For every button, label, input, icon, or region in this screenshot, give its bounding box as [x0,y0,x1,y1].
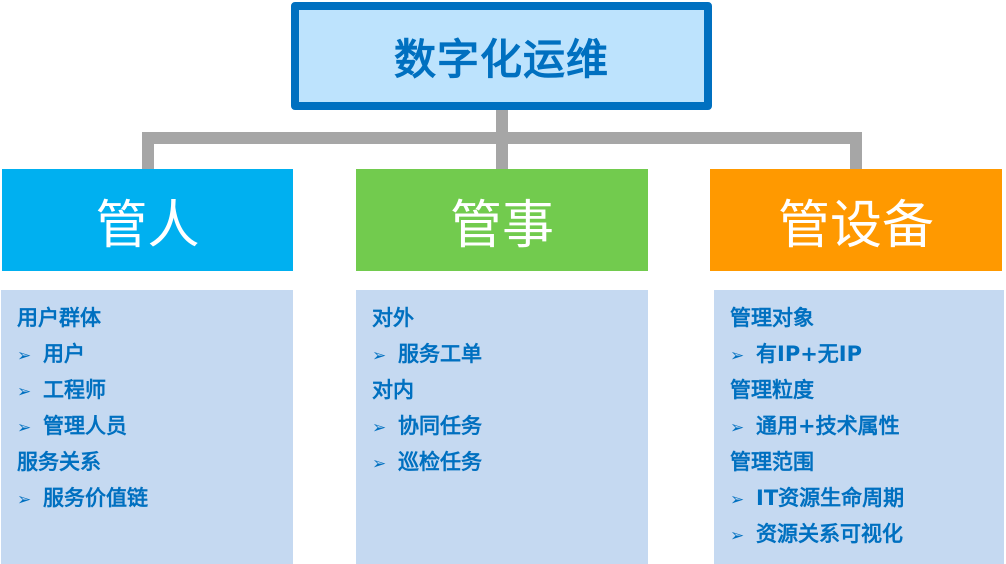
line-text: 服务价值链 [43,486,148,510]
bullet-item: ➢ 协同任务 [372,408,648,444]
section-heading: 对外 [372,300,648,336]
bullet-item: ➢ 工程师 [17,372,293,408]
section-heading: 用户群体 [17,300,293,336]
section-heading: 管理粒度 [730,372,1004,408]
line-text: 服务工单 [398,342,482,366]
root-node-title: 数字化运维 [291,2,712,110]
arrow-bullet-icon: ➢ [730,418,745,438]
header-devices: 管设备 [710,169,1002,271]
section-heading: 对内 [372,372,648,408]
bullet-item: ➢ IT资源生命周期 [730,480,1004,516]
bullet-item: ➢ 通用+技术属性 [730,408,1004,444]
bullet-item: ➢ 管理人员 [17,408,293,444]
line-text: 对内 [372,378,414,402]
panel-affairs: 对外 ➢ 服务工单对内 ➢ 协同任务 ➢ 巡检任务 [356,290,648,564]
arrow-bullet-icon: ➢ [730,526,745,546]
bullet-item: ➢ 资源关系可视化 [730,516,1004,552]
arrow-bullet-icon: ➢ [17,346,32,366]
arrow-bullet-icon: ➢ [372,346,387,366]
line-text: 管理对象 [730,306,814,330]
bullet-item: ➢ 用户 [17,336,293,372]
line-text: IT资源生命周期 [756,486,905,510]
line-text: 有IP+无IP [756,342,863,366]
line-text: 资源关系可视化 [756,522,903,546]
bullet-item: ➢ 有IP+无IP [730,336,1004,372]
line-text: 巡检任务 [398,450,482,474]
arrow-bullet-icon: ➢ [17,382,32,402]
line-text: 用户 [43,342,85,366]
arrow-bullet-icon: ➢ [730,490,745,510]
connector-left [142,132,154,169]
line-text: 管理人员 [43,414,127,438]
section-heading: 管理对象 [730,300,1004,336]
arrow-bullet-icon: ➢ [730,346,745,366]
header-people: 管人 [2,169,293,271]
connector-right [850,132,862,169]
arrow-bullet-icon: ➢ [17,418,32,438]
bullet-item: ➢ 服务工单 [372,336,648,372]
panel-people: 用户群体 ➢ 用户 ➢ 工程师 ➢ 管理人员服务关系 ➢ 服务价值链 [1,290,293,564]
line-text: 用户群体 [17,306,101,330]
line-text: 对外 [372,306,414,330]
line-text: 工程师 [43,378,106,402]
line-text: 通用+技术属性 [756,414,900,438]
arrow-bullet-icon: ➢ [17,490,32,510]
bullet-item: ➢ 服务价值链 [17,480,293,516]
section-heading: 服务关系 [17,444,293,480]
header-affairs: 管事 [356,169,648,271]
panel-devices: 管理对象 ➢ 有IP+无IP 管理粒度 ➢ 通用+技术属性管理范围 ➢ IT资源生命周期 ➢ 资源… [714,290,1004,564]
bullet-item: ➢ 巡检任务 [372,444,648,480]
arrow-bullet-icon: ➢ [372,454,387,474]
section-heading: 管理范围 [730,444,1004,480]
line-text: 协同任务 [398,414,482,438]
line-text: 管理范围 [730,450,814,474]
arrow-bullet-icon: ➢ [372,418,387,438]
connector-middle [496,132,508,169]
line-text: 服务关系 [17,450,101,474]
line-text: 管理粒度 [730,378,814,402]
